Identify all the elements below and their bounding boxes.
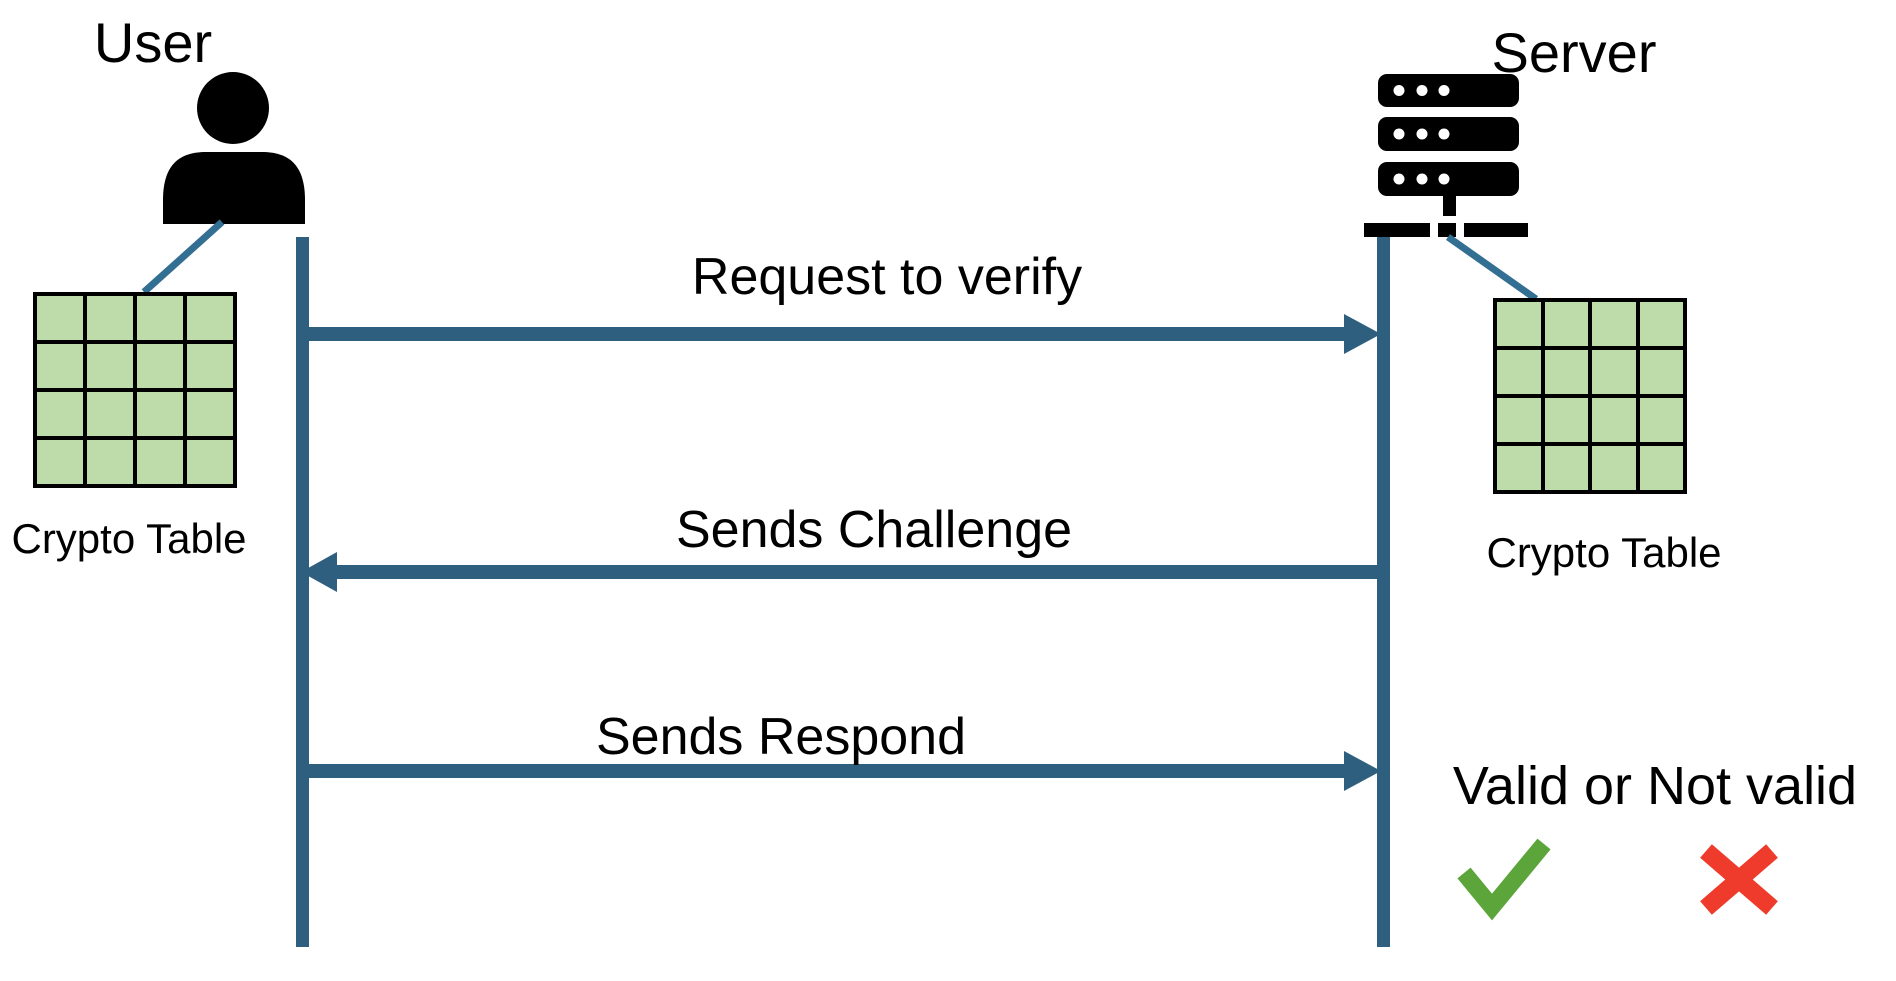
user-lifeline	[296, 237, 309, 947]
crypto-table-cell	[1544, 302, 1588, 346]
server-label: Server	[1491, 21, 1657, 84]
server-table-connector	[1445, 234, 1539, 302]
crypto-table-cell	[1544, 350, 1588, 394]
crypto-table-cell	[87, 392, 133, 436]
user-label: User	[93, 11, 213, 74]
crypto-table-cell	[37, 440, 83, 484]
crypto-table-cell	[1497, 350, 1541, 394]
challenge-arrow	[301, 552, 1388, 592]
server-lifeline	[1377, 237, 1390, 947]
crypto-table-cell	[37, 392, 83, 436]
person-icon	[163, 72, 305, 224]
crypto-table-cell	[1497, 302, 1541, 346]
crypto-table-cell	[87, 296, 133, 340]
crypto-table-cell	[1639, 446, 1683, 490]
crypto-table-cell	[187, 392, 233, 436]
crypto-table-cell	[137, 392, 183, 436]
server-crypto-table-caption: Crypto Table	[1486, 529, 1722, 576]
crypto-table-cell	[1544, 398, 1588, 442]
crypto-table-cell	[1639, 302, 1683, 346]
crypto-table-cell	[137, 344, 183, 388]
crypto-table-cell	[87, 344, 133, 388]
crypto-table-cell	[137, 440, 183, 484]
crypto-table-cell	[1544, 446, 1588, 490]
request-arrow	[302, 314, 1381, 354]
crypto-table-cell	[1497, 446, 1541, 490]
crypto-table-cell	[137, 296, 183, 340]
message-challenge-label: Sends Challenge	[675, 501, 1073, 559]
crypto-table-cell	[1497, 398, 1541, 442]
x-icon	[1700, 844, 1778, 915]
server-crypto-table	[1493, 298, 1687, 494]
crypto-table-cell	[37, 344, 83, 388]
crypto-table-cell	[187, 296, 233, 340]
result-label: Valid or Not valid	[1452, 756, 1858, 816]
crypto-table-cell	[1639, 398, 1683, 442]
crypto-table-cell	[187, 440, 233, 484]
check-icon	[1457, 838, 1551, 921]
crypto-table-cell	[87, 440, 133, 484]
crypto-table-cell	[1592, 446, 1636, 490]
message-respond-label: Sends Respond	[595, 708, 967, 766]
server-icon	[1364, 74, 1528, 237]
crypto-table-cell	[1592, 302, 1636, 346]
crypto-table-cell	[1592, 398, 1636, 442]
crypto-table-cell	[37, 296, 83, 340]
user-crypto-table-caption: Crypto Table	[11, 515, 247, 562]
respond-arrow	[302, 751, 1381, 791]
user-crypto-table	[33, 292, 237, 488]
crypto-table-cell	[187, 344, 233, 388]
user-table-connector	[141, 219, 225, 295]
crypto-table-cell	[1639, 350, 1683, 394]
crypto-table-cell	[1592, 350, 1636, 394]
message-request-label: Request to verify	[691, 248, 1083, 306]
